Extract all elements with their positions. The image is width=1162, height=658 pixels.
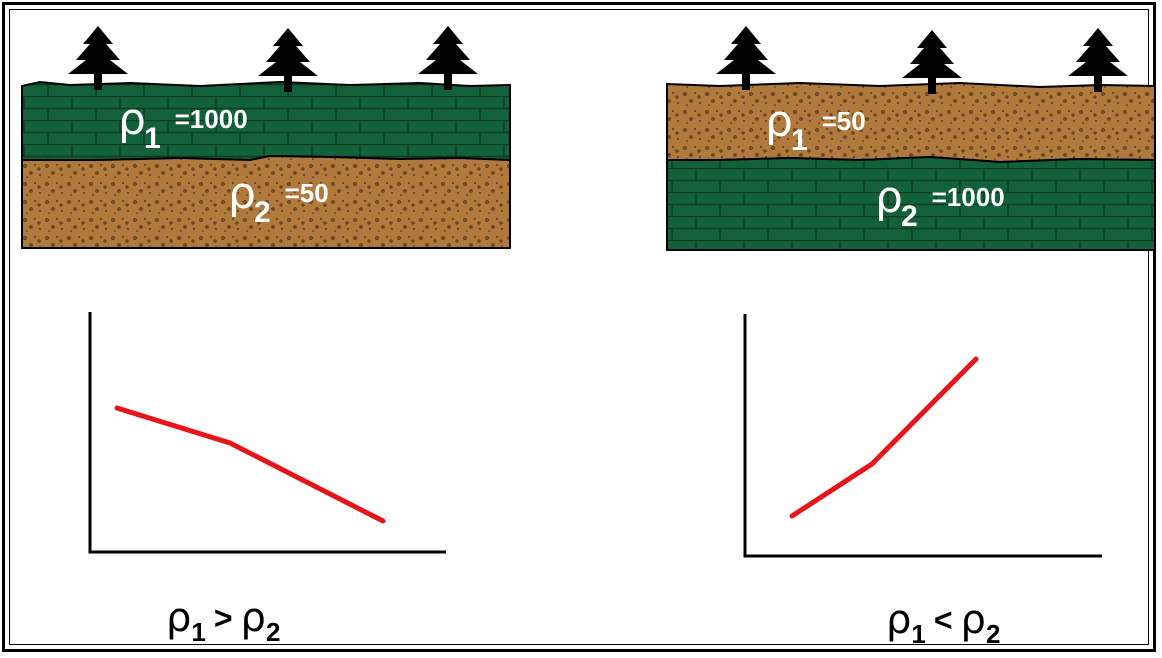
- rho-symbol: ρ: [166, 595, 192, 641]
- right-top-layer-sand: [666, 81, 1156, 164]
- subscript: 2: [253, 196, 271, 229]
- right-cross-section: [666, 26, 1156, 251]
- tree-icon: [716, 26, 776, 90]
- subscript: 1: [790, 124, 808, 157]
- left-top-layer-bricks: [21, 80, 511, 162]
- left-graph-axes: [88, 312, 446, 554]
- left-caption: ρ1>ρ2: [166, 595, 280, 645]
- rho-symbol: ρ: [240, 595, 266, 641]
- subscript: 1: [143, 122, 161, 155]
- tree-icon: [1068, 28, 1128, 92]
- subscript: 1: [911, 619, 926, 649]
- resistivity-value: =1000: [174, 104, 248, 134]
- right-graph-axes: [743, 314, 1102, 558]
- rho-symbol: ρ: [960, 597, 986, 643]
- inner-frame: [9, 9, 1149, 645]
- rho-symbol: ρ: [765, 96, 793, 147]
- left-bottom-layer-label: ρ2=50: [228, 172, 329, 230]
- left-top-layer-label: ρ1=1000: [118, 98, 248, 156]
- left-graph-curve: [114, 405, 386, 524]
- rho-symbol: ρ: [886, 597, 912, 643]
- resistivity-value: =50: [821, 106, 866, 136]
- tree-icon: [68, 26, 128, 90]
- right-top-layer-label: ρ1=50: [765, 100, 866, 158]
- right-graph: [743, 314, 1102, 558]
- rho-symbol: ρ: [118, 94, 146, 145]
- right-bottom-layer-bricks: [666, 155, 1156, 251]
- left-bottom-layer-sand: [21, 154, 511, 249]
- right-graph-curve: [789, 356, 979, 519]
- subscript: 1: [191, 617, 206, 647]
- left-cross-section: [21, 26, 511, 249]
- right-bottom-layer-label: ρ2=1000: [875, 176, 1005, 234]
- resistivity-value: =50: [284, 178, 329, 208]
- right-caption: ρ1<ρ2: [886, 597, 1000, 647]
- subscript: 2: [900, 200, 918, 233]
- left-graph: [88, 312, 446, 554]
- comparison-operator: >: [213, 600, 233, 636]
- subscript: 2: [265, 617, 281, 647]
- tree-icon: [418, 26, 478, 90]
- comparison-operator: <: [933, 602, 953, 638]
- rho-symbol: ρ: [228, 168, 256, 219]
- rho-symbol: ρ: [875, 172, 903, 223]
- subscript: 2: [985, 619, 1001, 649]
- resistivity-value: =1000: [931, 182, 1005, 212]
